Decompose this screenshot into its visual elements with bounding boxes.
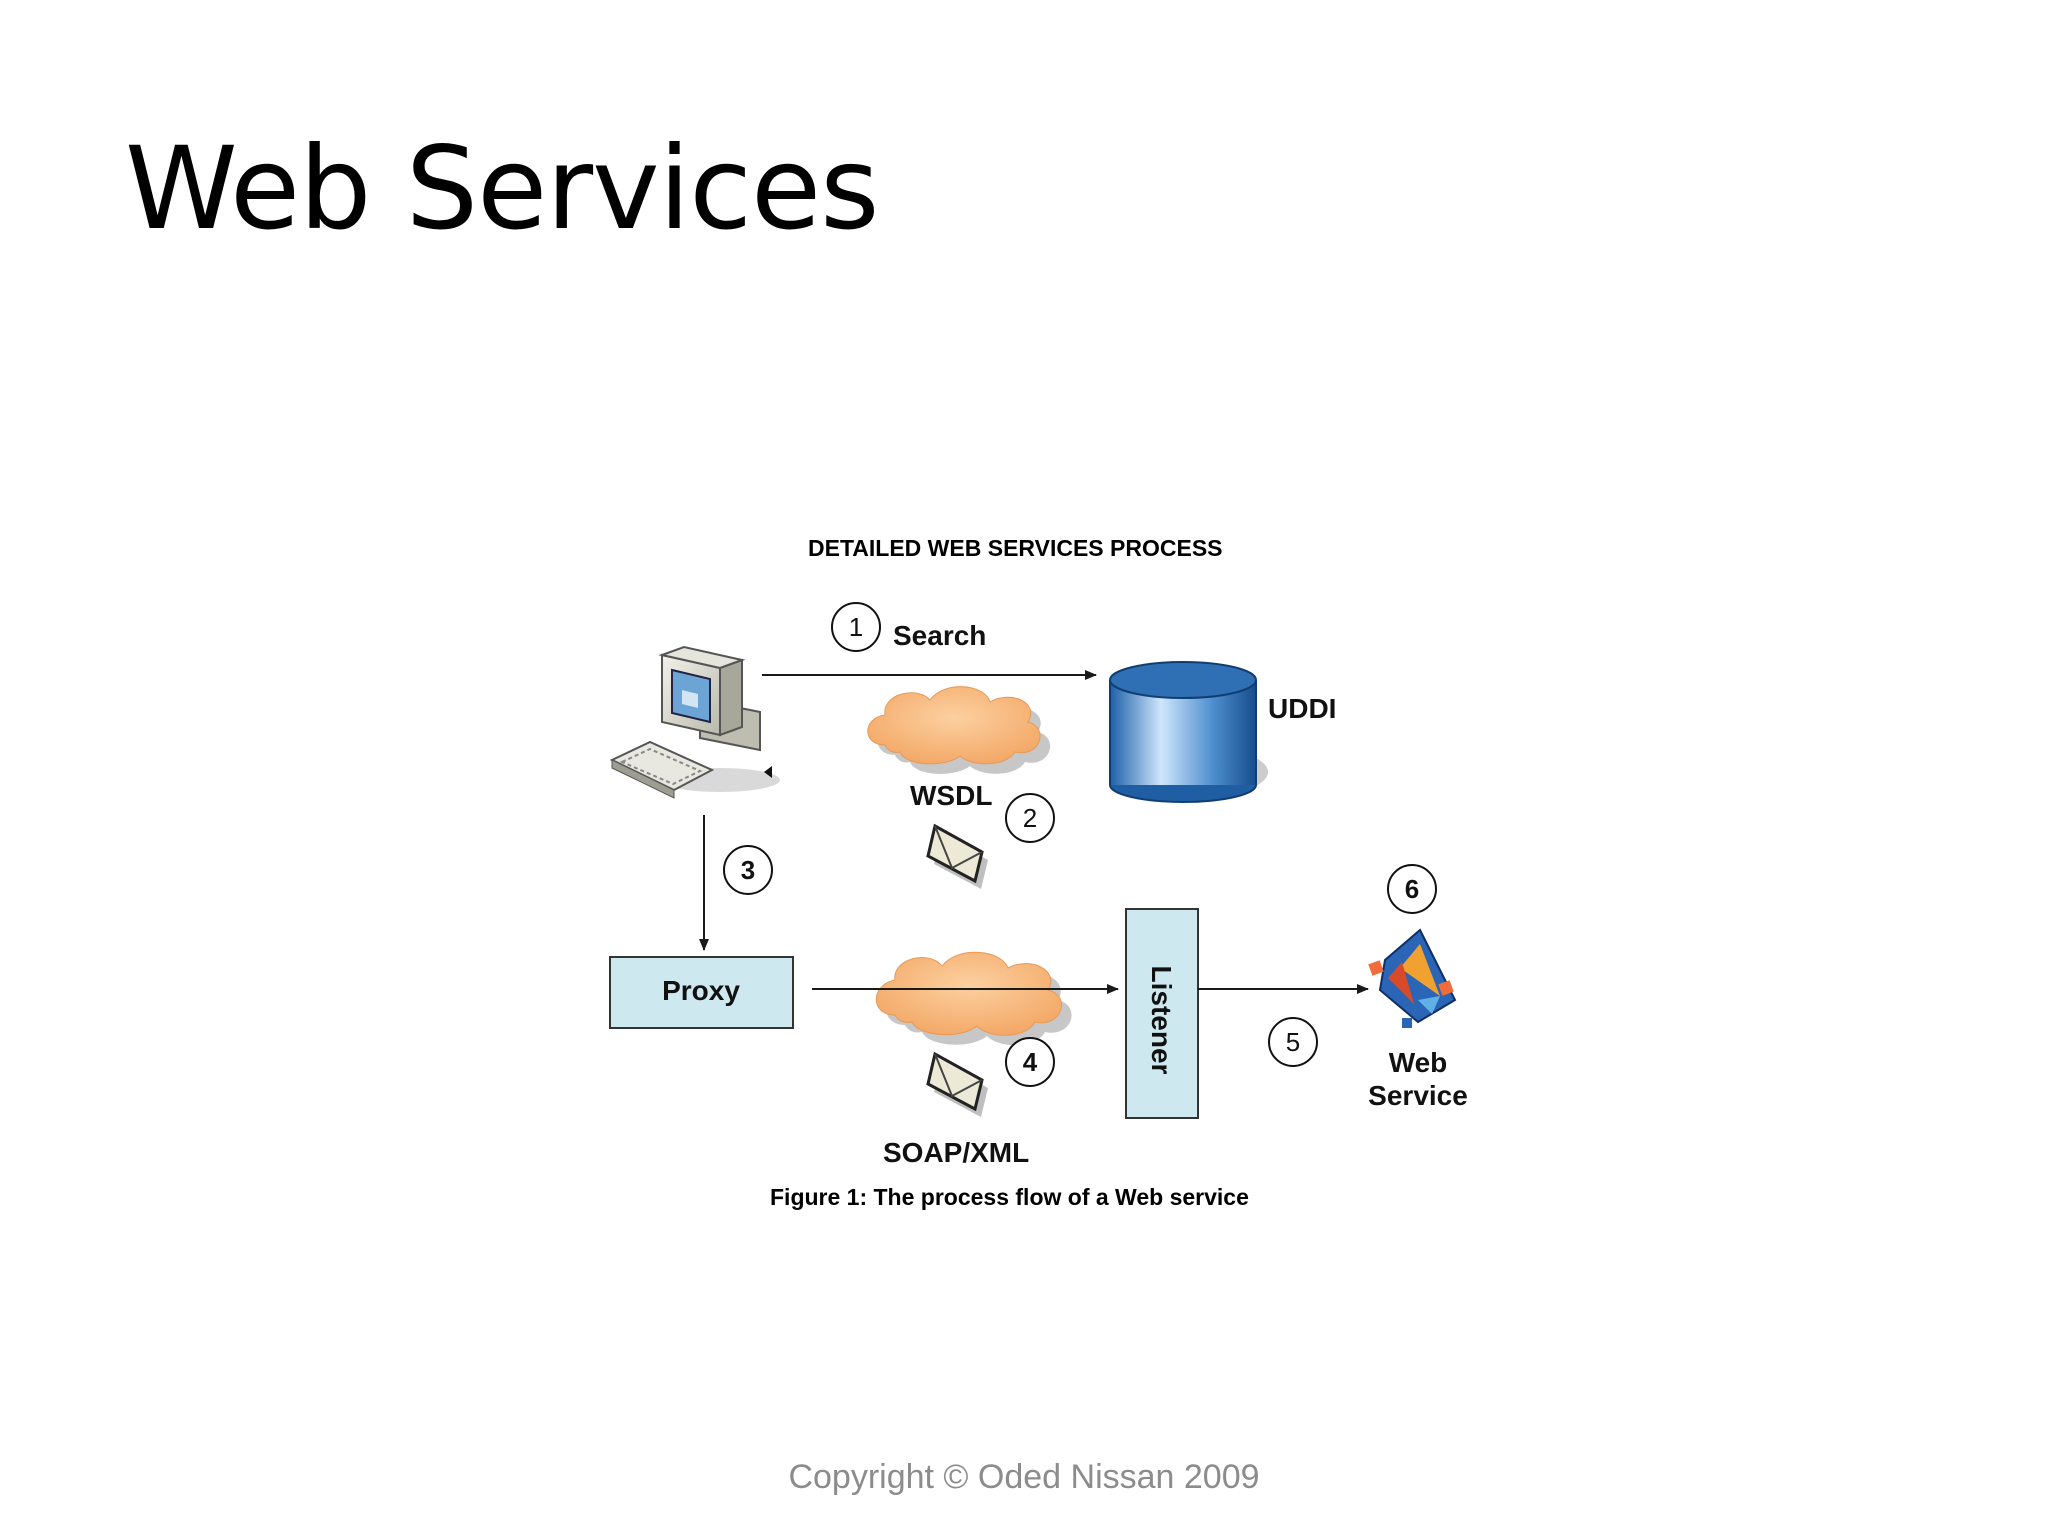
proxy-box: Proxy — [609, 956, 794, 1029]
listener-box: Listener — [1125, 908, 1199, 1119]
step-1-number: 1 — [849, 612, 863, 642]
step-4-number: 4 — [1023, 1047, 1038, 1077]
wsdl-label: WSDL — [910, 780, 992, 811]
figure-caption: Figure 1: The process flow of a Web serv… — [770, 1184, 1249, 1210]
step-4-badge: 4 — [1005, 1037, 1055, 1087]
listener-label: Listener — [1146, 966, 1177, 1075]
envelope-icon — [926, 823, 988, 889]
web-service-label-line1: Web — [1389, 1047, 1448, 1078]
copyright-footer: Copyright © Oded Nissan 2009 — [788, 1458, 1260, 1496]
internet-cloud-icon — [867, 686, 1051, 774]
soap-xml-label: SOAP/XML — [883, 1137, 1029, 1168]
diagram-heading: DETAILED WEB SERVICES PROCESS — [808, 535, 1223, 561]
step-5-number: 5 — [1286, 1027, 1300, 1057]
step-2-badge: 2 — [1005, 793, 1055, 843]
web-service-label-line2: Service — [1368, 1080, 1468, 1111]
step-3-badge: 3 — [723, 845, 773, 895]
step-2-number: 2 — [1023, 803, 1037, 833]
envelope-icon — [926, 1051, 988, 1117]
computer-icon — [609, 645, 780, 799]
proxy-label: Proxy — [662, 975, 740, 1006]
slide-title: Web Services — [125, 122, 879, 255]
step-6-badge: 6 — [1387, 864, 1437, 914]
step-1-badge: 1 — [831, 602, 881, 652]
step-6-number: 6 — [1405, 874, 1419, 904]
step-3-number: 3 — [741, 855, 755, 885]
web-service-icon — [1368, 928, 1457, 1028]
uddi-label: UDDI — [1268, 693, 1336, 724]
step-5-badge: 5 — [1268, 1017, 1318, 1067]
database-icon — [1109, 661, 1268, 803]
internet-cloud-icon — [875, 951, 1072, 1046]
search-label: Search — [893, 620, 986, 651]
